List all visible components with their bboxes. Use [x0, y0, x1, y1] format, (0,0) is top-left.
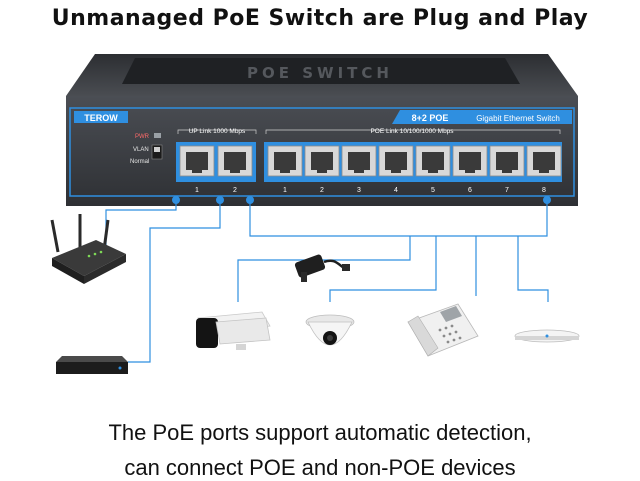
- poe-port[interactable]: [489, 145, 525, 177]
- nvr-icon: [56, 356, 128, 374]
- phone-icon: [407, 303, 479, 357]
- uplink-port[interactable]: [217, 145, 253, 177]
- vlan-switch-knob: [154, 147, 160, 152]
- poe-port-number: 7: [505, 187, 509, 194]
- page-title: Unmanaged PoE Switch are Plug and Play: [51, 6, 589, 31]
- poe-port-number: 5: [431, 187, 435, 194]
- line-nvr: [128, 200, 221, 363]
- brand-label: TEROW: [84, 113, 118, 123]
- line-poe-bus: [249, 200, 548, 237]
- connection-lines: [105, 200, 549, 363]
- switch-front-frame: [69, 107, 575, 197]
- uplink-label: UP Link 1000 Mbps: [189, 128, 246, 135]
- caption-line-2: can connect POE and non-POE devices: [124, 455, 516, 480]
- poe-switch: POE SWITCH TEROW 8+2 POE Gigabit Etherne…: [66, 54, 578, 206]
- poe-bracket: [265, 129, 561, 134]
- poe-port[interactable]: [267, 145, 303, 177]
- caption-line-1: The PoE ports support automatic detectio…: [108, 420, 532, 445]
- poe-port[interactable]: [378, 145, 414, 177]
- bullet-camera-icon: [196, 311, 271, 350]
- poe-link-label: POE Link 10/100/1000 Mbps: [370, 128, 454, 135]
- line-dome: [329, 236, 437, 302]
- poe-port-number: 3: [357, 187, 361, 194]
- poe-port-number: 4: [394, 187, 398, 194]
- poe-port-number: 1: [283, 187, 287, 194]
- pwr-led: [154, 133, 161, 138]
- connector-dot: [246, 196, 254, 204]
- router-icon: [50, 214, 126, 284]
- uplink-port-number: 1: [195, 187, 199, 194]
- connector-dot: [172, 196, 180, 204]
- pwr-label: PWR: [135, 134, 150, 140]
- model-banner: [392, 110, 572, 124]
- brand-badge: [74, 111, 128, 123]
- normal-label: Normal: [130, 159, 149, 165]
- poe-port-number: 2: [320, 187, 324, 194]
- poe-port[interactable]: [452, 145, 488, 177]
- splitter-icon: [294, 254, 350, 282]
- vlan-label: VLAN: [133, 147, 149, 153]
- line-router: [105, 200, 177, 248]
- poe-port-number: 6: [468, 187, 472, 194]
- poe-port[interactable]: [415, 145, 451, 177]
- poe-port[interactable]: [304, 145, 340, 177]
- uplink-port[interactable]: [179, 145, 215, 177]
- poe-port[interactable]: [526, 145, 562, 177]
- poe-port-number: 8: [542, 187, 546, 194]
- switch-top-label: POE SWITCH: [247, 64, 393, 82]
- access-point-icon: [514, 329, 580, 343]
- dome-camera-icon: [305, 314, 355, 346]
- switch-top-panel: [122, 58, 520, 84]
- model-label: 8+2 POE: [412, 113, 449, 123]
- connector-dot: [543, 196, 551, 204]
- uplink-bracket: [177, 129, 257, 134]
- uplink-port-number: 2: [233, 187, 237, 194]
- type-label: Gigabit Ethernet Switch: [476, 114, 560, 123]
- poe-port[interactable]: [341, 145, 377, 177]
- connector-dot: [216, 196, 224, 204]
- line-camera: [237, 236, 411, 302]
- line-ap: [517, 236, 549, 302]
